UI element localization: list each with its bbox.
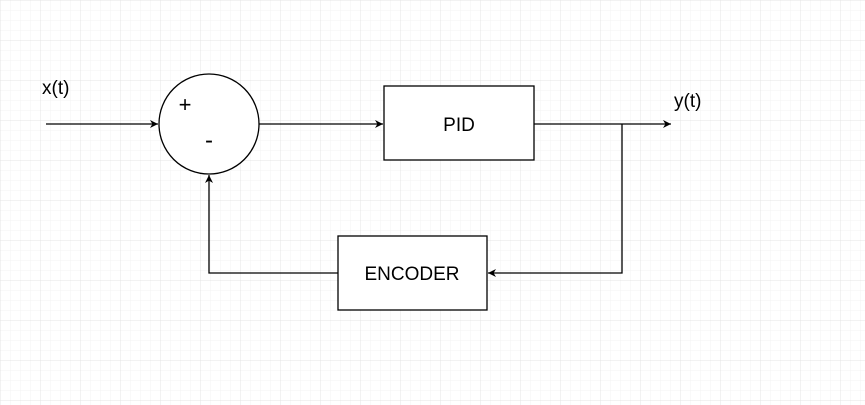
- pid-block-label: PID: [443, 115, 475, 136]
- encoder-block-label: ENCODER: [364, 264, 459, 285]
- summing-junction: [158, 73, 260, 175]
- output-label: y(t): [674, 91, 701, 112]
- encoder-block: [337, 235, 488, 311]
- input-label: x(t): [42, 78, 69, 99]
- pid-block: [383, 85, 535, 161]
- minus-sign: -: [205, 127, 213, 154]
- feedback-return-arrow: [205, 175, 338, 274]
- feedback-branch-arrow: [488, 124, 623, 277]
- plus-sign: +: [179, 92, 192, 117]
